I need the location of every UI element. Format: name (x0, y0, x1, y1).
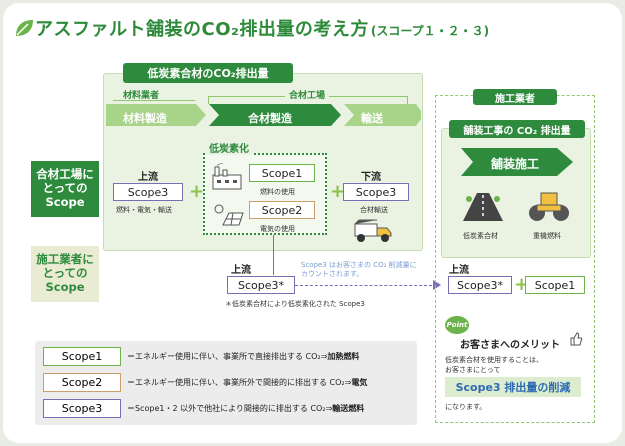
merit-line-1: 低炭素合材を使用することは、 (445, 356, 543, 364)
middle-upstream-heading: 上流 (231, 265, 251, 276)
downstream-heading: 下流 (361, 172, 381, 183)
legend-row-scope3: Scope3 ＝Scope1・2 以外で他社により間接的に排出する CO₂⇒輸送… (43, 398, 364, 418)
asphalt-plant-label: 合材工場 (285, 88, 330, 101)
contractor-scope3-box: Scope3* (448, 276, 512, 294)
downstream-scope3-box: Scope3 (343, 183, 409, 201)
diagram-canvas: アスファルト舗装のCO₂排出量の考え方 (スコープ１・２・３) 低炭素合材のCO… (3, 3, 622, 443)
merit-closing: になります。 (445, 403, 487, 411)
step-mix-production: 合材製造 (248, 112, 292, 125)
contractor-panel-title: 舗装工事の CO₂ 排出量 (449, 120, 585, 138)
leaf-icon (16, 20, 33, 36)
step-transport: 輸送 (361, 112, 383, 125)
upstream-scope3-box: Scope3 (113, 183, 183, 201)
page-title: アスファルト舗装のCO₂排出量の考え方 (35, 19, 369, 40)
arrow-mix-production (209, 104, 341, 126)
contractor-scope1-box: Scope1 (525, 276, 585, 294)
arrow-material-production (106, 104, 206, 126)
arrow-transport (344, 104, 421, 126)
legend-scope1-box: Scope1 (43, 346, 121, 366)
low-carbon-label: 低炭素化 (206, 140, 252, 155)
header: アスファルト舗装のCO₂排出量の考え方 (スコープ１・２・３) (13, 13, 489, 43)
merit-line-2: お客さまにとって (445, 366, 501, 374)
icon1-label: 低炭素合材 (463, 232, 498, 240)
legend-row-scope2: Scope2 ＝エネルギー使用に伴い、事業所外で間接的に排出する CO₂⇒電気 (43, 372, 367, 392)
middle-footnote: ＊低炭素合材により低炭素化された Scope3 (225, 300, 365, 308)
dashed-arrow-line (295, 285, 437, 286)
dump-truck-icon (354, 219, 392, 242)
legend-scope3-box: Scope3 (43, 398, 121, 418)
upstream-note: 燃料・電気・輸送 (116, 206, 172, 214)
plus-icon: + (330, 181, 346, 202)
scope1-note: 燃料の使用 (260, 188, 295, 196)
connector-vertical (273, 235, 274, 275)
road-icon (463, 193, 503, 221)
process-arrows (106, 104, 421, 126)
solar-panel-icon (214, 204, 244, 226)
upstream-heading: 上流 (138, 172, 158, 183)
road-roller-icon (529, 192, 569, 221)
step-material-production: 材料製造 (123, 112, 167, 125)
paving-arrow (461, 148, 573, 176)
materials-vendor-label: 材料業者 (123, 91, 160, 101)
downstream-note: 合材輸送 (360, 206, 388, 214)
producer-panel-title: 低炭素合材のCO₂排出量 (123, 63, 293, 83)
callout-line-2: カウントされます。 (301, 270, 364, 278)
contractor-upstream-heading: 上流 (449, 265, 469, 276)
plus-icon: + (189, 181, 205, 202)
legend-row-scope1: Scope1 ＝エネルギー使用に伴い、事業所で直接排出する CO₂⇒加熱燃料 (43, 346, 359, 366)
factory-icon (212, 163, 242, 190)
icon2-label: 重機燃料 (533, 232, 561, 240)
merit-title: お客さまへのメリット (460, 340, 560, 351)
scope2-note: 電気の使用 (260, 225, 295, 233)
page-subtitle: (スコープ１・２・３) (370, 24, 490, 38)
callout-line-1: Scope3 はお客さまの CO₂ 削減量に (301, 261, 417, 269)
middle-scope3-box: Scope3* (227, 276, 295, 294)
contractor-tag: 施工業者 (473, 89, 557, 105)
thumbs-up-icon (570, 332, 583, 346)
legend-scope2-box: Scope2 (43, 372, 121, 392)
scope2-box: Scope2 (249, 201, 315, 219)
point-badge: Point (445, 316, 469, 334)
highlight-box: Scope3 排出量の削減 (445, 377, 581, 397)
materials-vendor-line (113, 100, 195, 101)
paving-work-label: 舗装施工 (491, 157, 540, 171)
scope1-box: Scope1 (249, 164, 315, 182)
